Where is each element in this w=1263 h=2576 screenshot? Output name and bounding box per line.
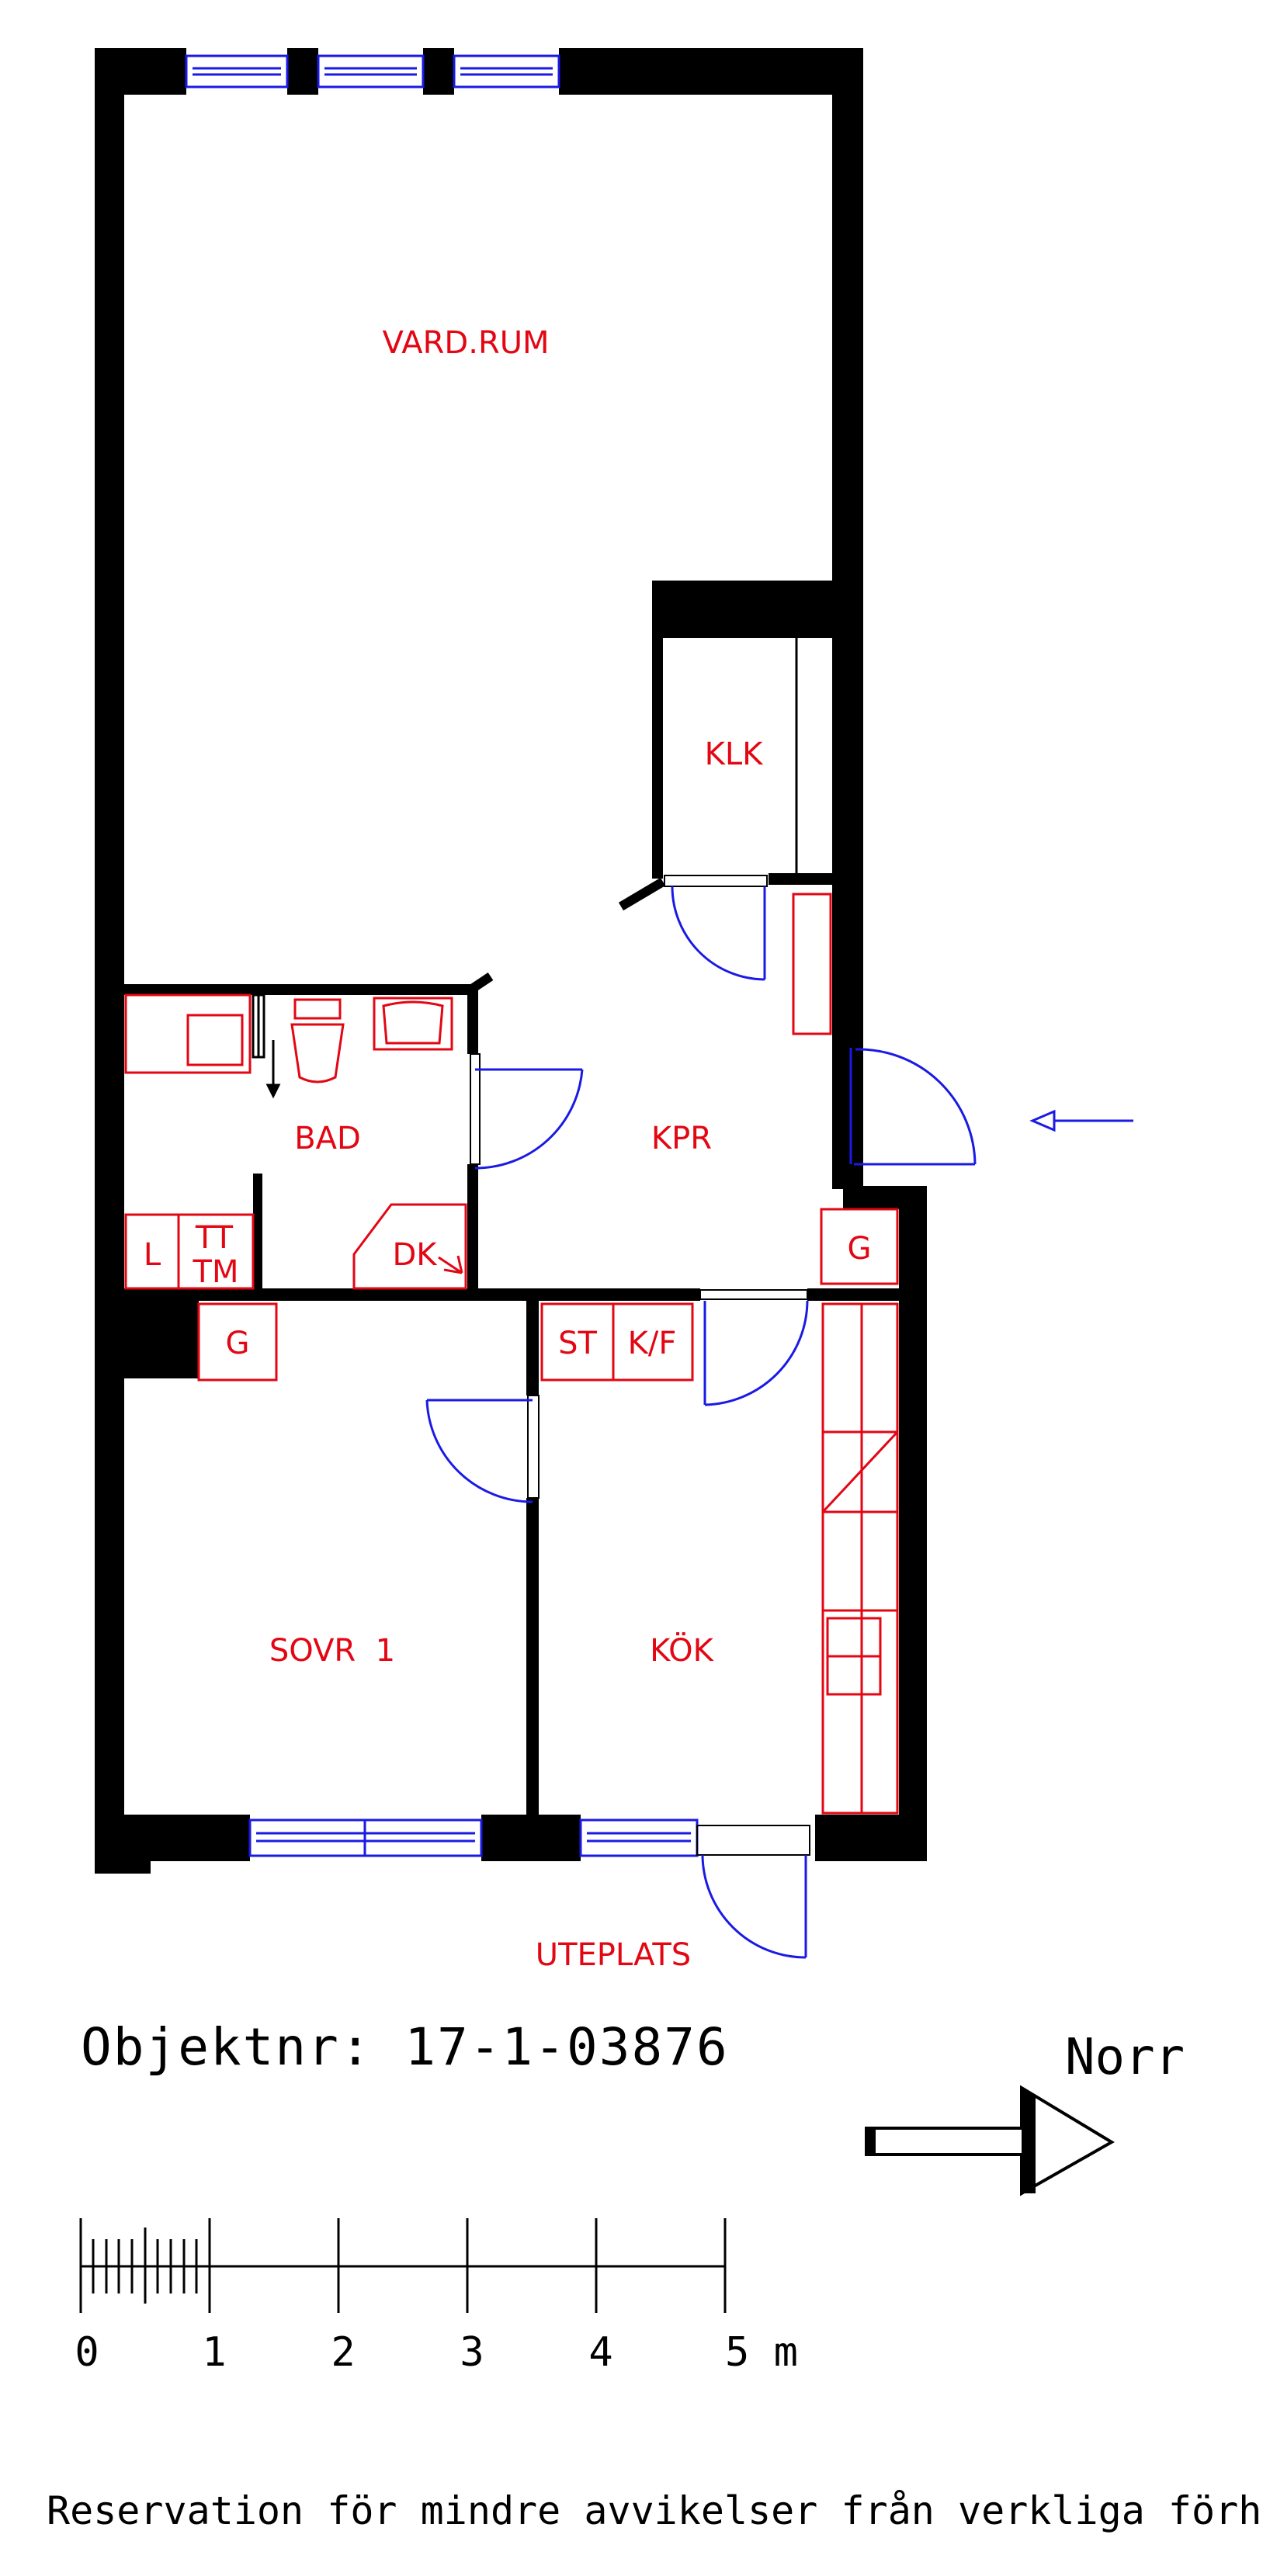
walls bbox=[95, 48, 927, 1874]
fixture-label-st: ST bbox=[558, 1326, 597, 1361]
fixture-label-kf: K/F bbox=[628, 1326, 677, 1361]
scale-labels: 0 1 2 3 4 5 m bbox=[75, 2329, 798, 2376]
fixture-labels: DK L TT TM G G ST K/F bbox=[144, 1220, 872, 1361]
object-number: Objektnr: 17-1-03876 bbox=[81, 2017, 729, 2077]
room-label-vardrum: VARD.RUM bbox=[382, 325, 549, 361]
room-label-kok: KÖK bbox=[650, 1631, 715, 1669]
room-label-bad: BAD bbox=[294, 1121, 361, 1156]
doors bbox=[425, 875, 1133, 1959]
fixture-label-tt: TT bbox=[195, 1220, 234, 1256]
fixtures bbox=[124, 638, 899, 1815]
fixture-label-dk: DK bbox=[392, 1237, 438, 1273]
scale-label-2: 2 bbox=[331, 2329, 355, 2376]
room-label-klk: KLK bbox=[705, 737, 765, 772]
scale-label-5: 5 m bbox=[725, 2329, 798, 2376]
fixture-label-tm: TM bbox=[193, 1254, 239, 1290]
north-arrow-icon bbox=[865, 2085, 1115, 2196]
scale-label-3: 3 bbox=[460, 2329, 484, 2376]
scale-label-0: 0 bbox=[75, 2329, 99, 2376]
scale-bar bbox=[79, 2218, 727, 2313]
fixture-label-l: L bbox=[144, 1237, 161, 1273]
fixture-label-g-sovr: G bbox=[226, 1326, 250, 1361]
windows bbox=[185, 54, 699, 1857]
room-label-sovr: SOVR 1 bbox=[269, 1633, 395, 1669]
scale-label-4: 4 bbox=[588, 2329, 612, 2376]
north-label: Norr bbox=[1065, 2029, 1185, 2086]
room-label-uteplats: UTEPLATS bbox=[536, 1937, 691, 1973]
north-arrow: Norr bbox=[865, 2029, 1185, 2196]
room-labels: VARD.RUM KLK KPR BAD SOVR 1 KÖK UTEPLATS bbox=[269, 325, 764, 1973]
fixture-label-g-hall: G bbox=[848, 1231, 872, 1267]
room-label-kpr: KPR bbox=[651, 1121, 712, 1156]
scale-label-1: 1 bbox=[202, 2329, 226, 2376]
disclaimer: Reservation för mindre avvikelser från v… bbox=[47, 2488, 1263, 2533]
